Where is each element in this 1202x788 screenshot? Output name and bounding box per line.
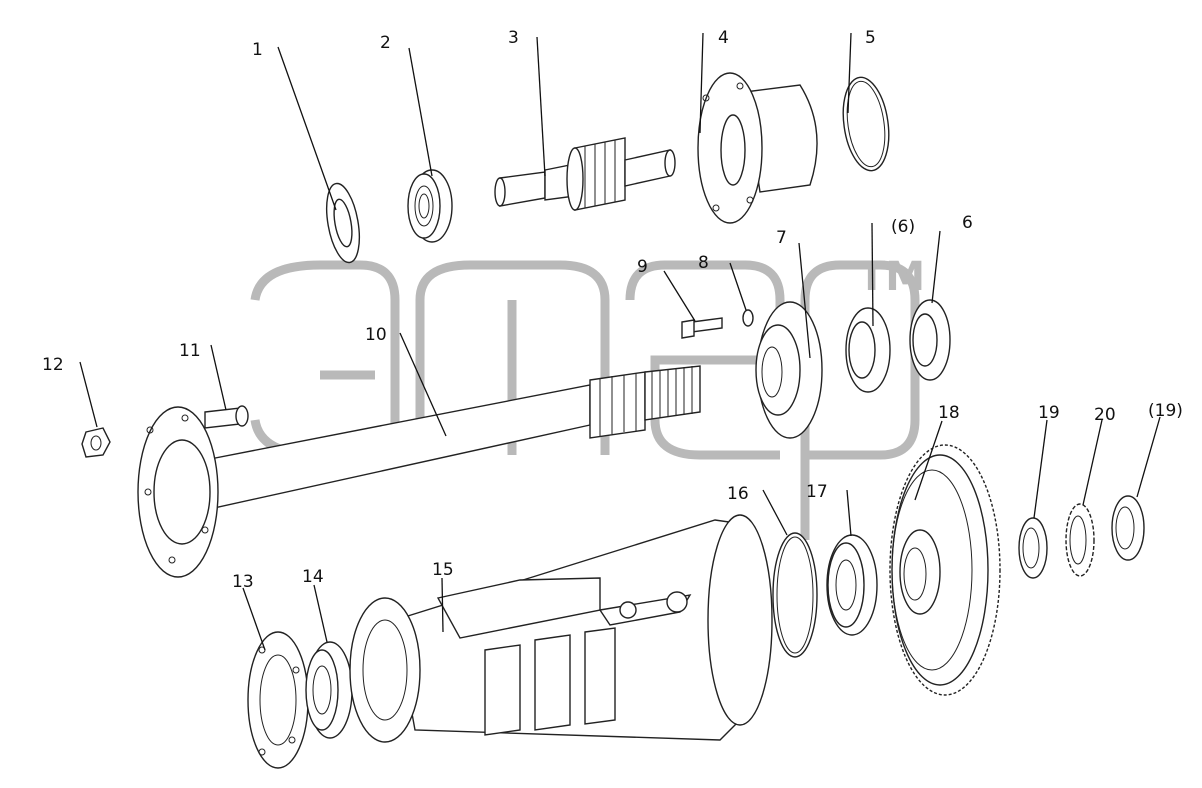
- callout-1: 1: [252, 40, 263, 60]
- callout-19b: (19): [1148, 401, 1183, 421]
- callout-2: 2: [380, 33, 391, 53]
- callout-15: 15: [432, 560, 454, 580]
- part-4-flange-housing: [697, 72, 818, 224]
- watermark-trademark: TM: [858, 254, 925, 300]
- callout-labels: 1 2 3 4 5 6 (6) 7 8 9 10 11 12 13 14 15 …: [42, 28, 1183, 592]
- part-15-main-housing: [349, 514, 773, 743]
- part-6b-bearing-cup: [845, 307, 891, 393]
- part-11-stud: [204, 405, 249, 429]
- callout-3: 3: [508, 28, 519, 48]
- part-10-axle-shaft: [137, 365, 701, 578]
- part-8-washer: [742, 309, 754, 327]
- callout-14: 14: [302, 567, 324, 587]
- part-19b-nut: [1111, 495, 1145, 561]
- callout-4: 4: [718, 28, 729, 48]
- callout-16: 16: [727, 484, 749, 504]
- part-20-lock-washer: [1065, 503, 1095, 577]
- part-18-large-gear: [889, 444, 1001, 696]
- callout-20: 20: [1094, 405, 1116, 425]
- part-2-bearing: [407, 169, 453, 243]
- part-16-o-ring: [772, 532, 818, 658]
- callout-11: 11: [179, 341, 201, 361]
- part-19-nut: [1018, 517, 1048, 579]
- part-1-seal: [325, 182, 361, 264]
- part-7-bearing-carrier: [755, 301, 823, 439]
- callout-17: 17: [806, 482, 828, 502]
- callout-13: 13: [232, 572, 254, 592]
- part-5-o-ring: [842, 76, 890, 172]
- watermark-logo: TM: [250, 254, 925, 540]
- callout-6b: (6): [891, 217, 915, 237]
- callout-7: 7: [776, 228, 787, 248]
- callout-8: 8: [698, 253, 709, 273]
- callout-19: 19: [1038, 403, 1060, 423]
- part-13-gasket: [247, 631, 309, 769]
- part-9-bolt: [681, 317, 723, 339]
- part-14-bearing: [305, 641, 353, 739]
- part-17-bearing: [826, 534, 878, 636]
- callout-10: 10: [365, 325, 387, 345]
- callout-18: 18: [938, 403, 960, 423]
- callout-12: 12: [42, 355, 64, 375]
- part-6-bearing-cup: [909, 299, 951, 381]
- callout-6: 6: [962, 213, 973, 233]
- part-3-gear-shaft: [494, 137, 676, 211]
- part-12-nut: [81, 427, 111, 458]
- callout-5: 5: [865, 28, 876, 48]
- leader-lines: [79, 32, 1161, 651]
- callout-9: 9: [637, 257, 648, 277]
